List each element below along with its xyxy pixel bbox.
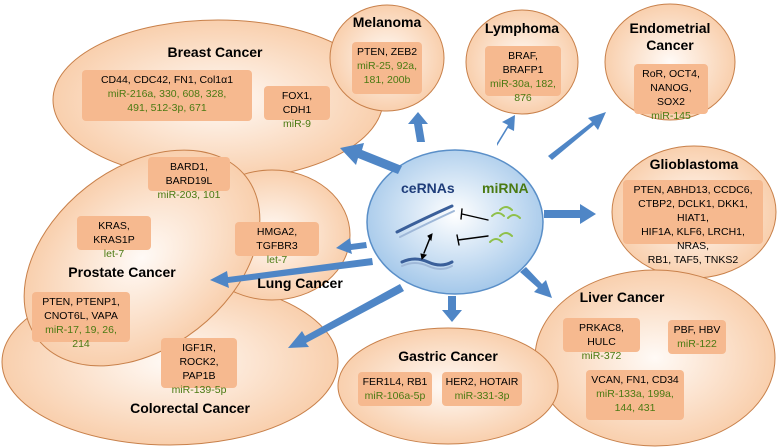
lung-genes: HMGA2, TGFBR3 — [256, 226, 298, 252]
endometrial-genes-line-2: NANOG, SOX2 — [650, 82, 692, 108]
breast-cancer-box-2: FOX1, CDH1 miR-9 — [264, 86, 330, 130]
breast-genes: CD44, CDC42, FN1, Col1α1 — [100, 74, 234, 86]
prostate-genes-3-line-1: PTEN, PTENP1, — [42, 296, 120, 308]
gastric-genes-1: FER1L4, RB1 — [362, 376, 428, 388]
melanoma-box: PTEN, ZEB2 miR-25, 92a, 181, 200b — [352, 42, 422, 94]
arrow-to-lung — [336, 238, 367, 254]
breast-cancer-box-1: CD44, CDC42, FN1, Col1α1 miR-216a, 330, … — [82, 70, 252, 121]
liver-box-3: VCAN, FN1, CD34 miR-133a, 199a, 144, 431 — [586, 370, 684, 420]
arrow-to-glioblastoma — [544, 204, 596, 224]
lymphoma-title: Lymphoma — [484, 20, 560, 36]
prostate-mirna-3: miR-17, 19, 26, 214 — [45, 324, 117, 350]
rna-strand-icon — [395, 204, 489, 270]
arrow-to-endometrial — [548, 112, 606, 160]
gastric-genes-2: HER2, HOTAIR — [445, 376, 519, 388]
glioblastoma-title: Glioblastoma — [649, 156, 739, 172]
gastric-mirna-1: miR-106a-5p — [364, 390, 426, 402]
prostate-genes-2: KRAS, KRAS1P — [93, 220, 135, 246]
glioblastoma-genes-line-3: HIF1A, KLF6, LRCH1, NRAS, — [641, 226, 745, 252]
gastric-box-2: HER2, HOTAIR miR-331-3p — [442, 372, 522, 406]
mirna-label: miRNA — [482, 180, 529, 196]
melanoma-title: Melanoma — [352, 14, 422, 30]
liver-mirna-1: miR-372 — [581, 350, 622, 362]
arrow-to-melanoma — [408, 112, 428, 142]
lung-cancer-title: Lung Cancer — [257, 275, 343, 291]
arrow-to-liver — [520, 267, 552, 298]
melanoma-mirna-line-2: 181, 200b — [363, 74, 411, 86]
liver-mirna-2: miR-122 — [677, 338, 717, 350]
glioblastoma-genes-line-1: PTEN, ABHD13, CCDC6, — [633, 184, 753, 196]
lung-box: HMGA2, TGFBR3 let-7 — [235, 222, 319, 266]
prostate-mirna-2: let-7 — [103, 248, 125, 260]
lung-mirna: let-7 — [266, 254, 288, 266]
colorectal-cancer-title: Colorectal Cancer — [130, 400, 250, 416]
endometrial-title-line-1: Endometrial — [629, 20, 711, 36]
glioblastoma-box: PTEN, ABHD13, CCDC6, CTBP2, DCLK1, DKK1,… — [623, 180, 763, 266]
arrow-to-breast — [340, 143, 402, 174]
liver-mirna-3-line-1: miR-133a, 199a, — [596, 388, 674, 400]
arrow-to-gastric — [442, 296, 462, 322]
cerna-label: ceRNAs — [401, 180, 455, 196]
prostate-box-2: KRAS, KRAS1P let-7 — [77, 216, 151, 260]
liver-box-1: PRKAC8, HULC miR-372 — [563, 318, 640, 362]
prostate-cancer-title: Prostate Cancer — [68, 264, 176, 280]
liver-mirna-3-line-2: 144, 431 — [614, 402, 656, 414]
mirna-squiggle-icon — [489, 206, 521, 243]
liver-genes-3: VCAN, FN1, CD34 — [591, 374, 679, 386]
melanoma-genes: PTEN, ZEB2 — [356, 46, 418, 58]
colorectal-box: IGF1R, ROCK2, PAP1B miR-139-5p — [161, 338, 237, 396]
liver-genes-2: PBF, HBV — [673, 324, 721, 336]
gastric-cancer-title: Gastric Cancer — [398, 348, 498, 364]
prostate-genes-3-line-2: CNOT6L, VAPA — [44, 310, 118, 322]
gastric-box-1: FER1L4, RB1 miR-106a-5p — [358, 372, 432, 406]
prostate-mirna-1: miR-203, 101 — [157, 189, 221, 201]
endometrial-mirna: miR-145 — [651, 110, 691, 122]
prostate-box-3: PTEN, PTENP1, CNOT6L, VAPA miR-17, 19, 2… — [32, 292, 130, 350]
endometrial-box: RoR, OCT4, NANOG, SOX2 miR-145 — [634, 64, 708, 122]
arrow-to-lymphoma — [497, 115, 515, 146]
prostate-box-1: BARD1, BARD19L miR-203, 101 — [148, 157, 230, 201]
arrows — [210, 112, 606, 348]
breast-mirna-2: miR-9 — [283, 118, 311, 130]
endometrial-title-line-2: Cancer — [646, 37, 694, 53]
lymphoma-genes: BRAF, BRAFP1 — [502, 50, 544, 76]
endometrial-genes-line-1: RoR, OCT4, — [642, 68, 700, 80]
breast-mirna-line-1: miR-216a, 330, 608, 328, — [107, 88, 227, 100]
liver-genes-1: PRKAC8, HULC — [579, 322, 624, 348]
liver-cancer-title: Liver Cancer — [579, 289, 665, 305]
lymphoma-mirna-line-1: miR-30a, 182, — [490, 78, 556, 90]
arrow-to-colorectal — [288, 284, 404, 348]
colorectal-genes-line-2: PAP1B — [182, 370, 216, 382]
lymphoma-mirna-line-2: 876 — [514, 92, 532, 104]
prostate-genes-1: BARD1, BARD19L — [165, 161, 213, 187]
melanoma-mirna-line-1: miR-25, 92a, — [356, 60, 418, 72]
glioblastoma-genes-line-2: CTBP2, DCLK1, DKK1, HIAT1, — [638, 198, 748, 224]
colorectal-mirna: miR-139-5p — [171, 384, 227, 396]
breast-genes-2: FOX1, CDH1 — [281, 90, 313, 116]
glioblastoma-genes-line-4: RB1, TAF5, TNKS2 — [647, 254, 739, 266]
liver-box-2: PBF, HBV miR-122 — [668, 320, 726, 354]
breast-mirna-line-2: 491, 512-3p, 671 — [127, 102, 207, 114]
breast-cancer-title: Breast Cancer — [167, 44, 263, 60]
gastric-mirna-2: miR-331-3p — [454, 390, 510, 402]
lymphoma-box: BRAF, BRAFP1 miR-30a, 182, 876 — [485, 46, 561, 104]
colorectal-genes-line-1: IGF1R, ROCK2, — [179, 342, 219, 368]
arrow-to-prostate — [210, 258, 373, 288]
